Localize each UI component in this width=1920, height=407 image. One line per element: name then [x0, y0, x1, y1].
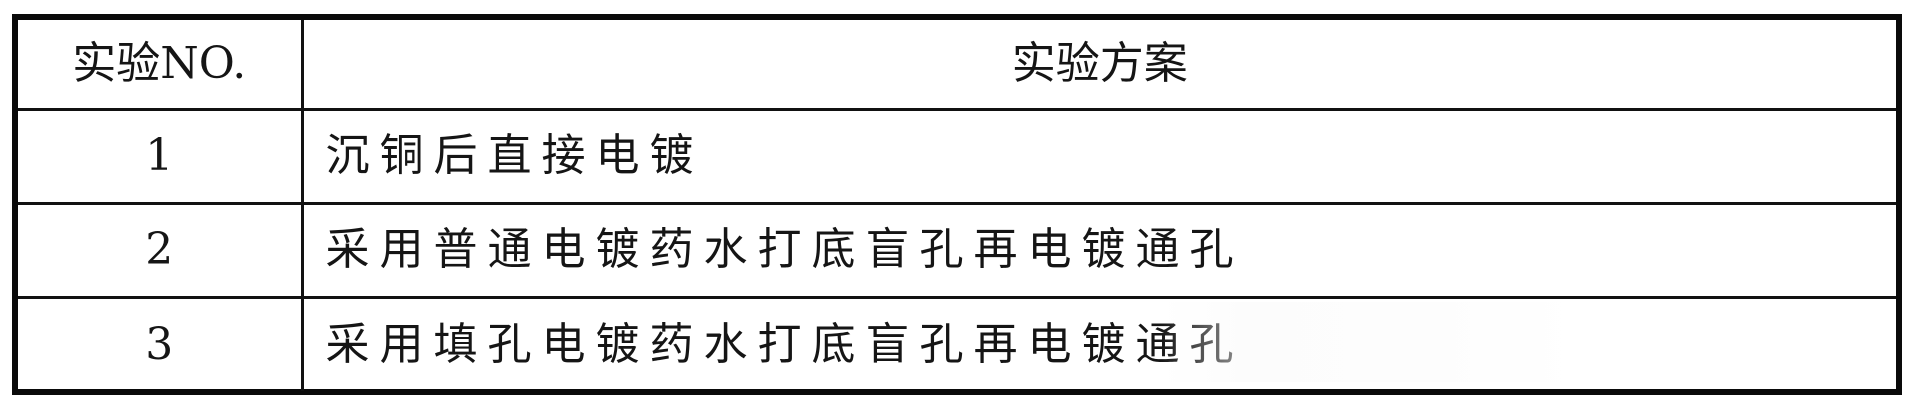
- cell-experiment-no: 1: [18, 107, 304, 205]
- table-row: 1 沉铜后直接电镀: [18, 107, 1896, 205]
- experiment-table: 实验NO. 实验方案 1 沉铜后直接电镀 2 采用普通电镀药水打底盲孔再电镀通孔…: [12, 14, 1902, 395]
- table-row: 2 采用普通电镀药水打底盲孔再电镀通孔: [18, 201, 1896, 299]
- cell-experiment-scheme: 采用填孔电镀药水打底盲孔再电镀通孔: [300, 295, 1896, 391]
- cell-experiment-no: 2: [18, 201, 304, 299]
- cell-experiment-no: 3: [18, 295, 304, 391]
- table-row: 3 采用填孔电镀药水打底盲孔再电镀通孔: [18, 295, 1896, 391]
- cell-experiment-scheme: 采用普通电镀药水打底盲孔再电镀通孔: [300, 201, 1896, 299]
- experiment-table-grid: 实验NO. 实验方案 1 沉铜后直接电镀 2 采用普通电镀药水打底盲孔再电镀通孔…: [18, 20, 1896, 391]
- header-experiment-no: 实验NO.: [18, 20, 304, 111]
- table-header-row: 实验NO. 实验方案: [18, 20, 1896, 111]
- header-experiment-scheme: 实验方案: [300, 20, 1896, 111]
- cell-experiment-scheme: 沉铜后直接电镀: [300, 107, 1896, 205]
